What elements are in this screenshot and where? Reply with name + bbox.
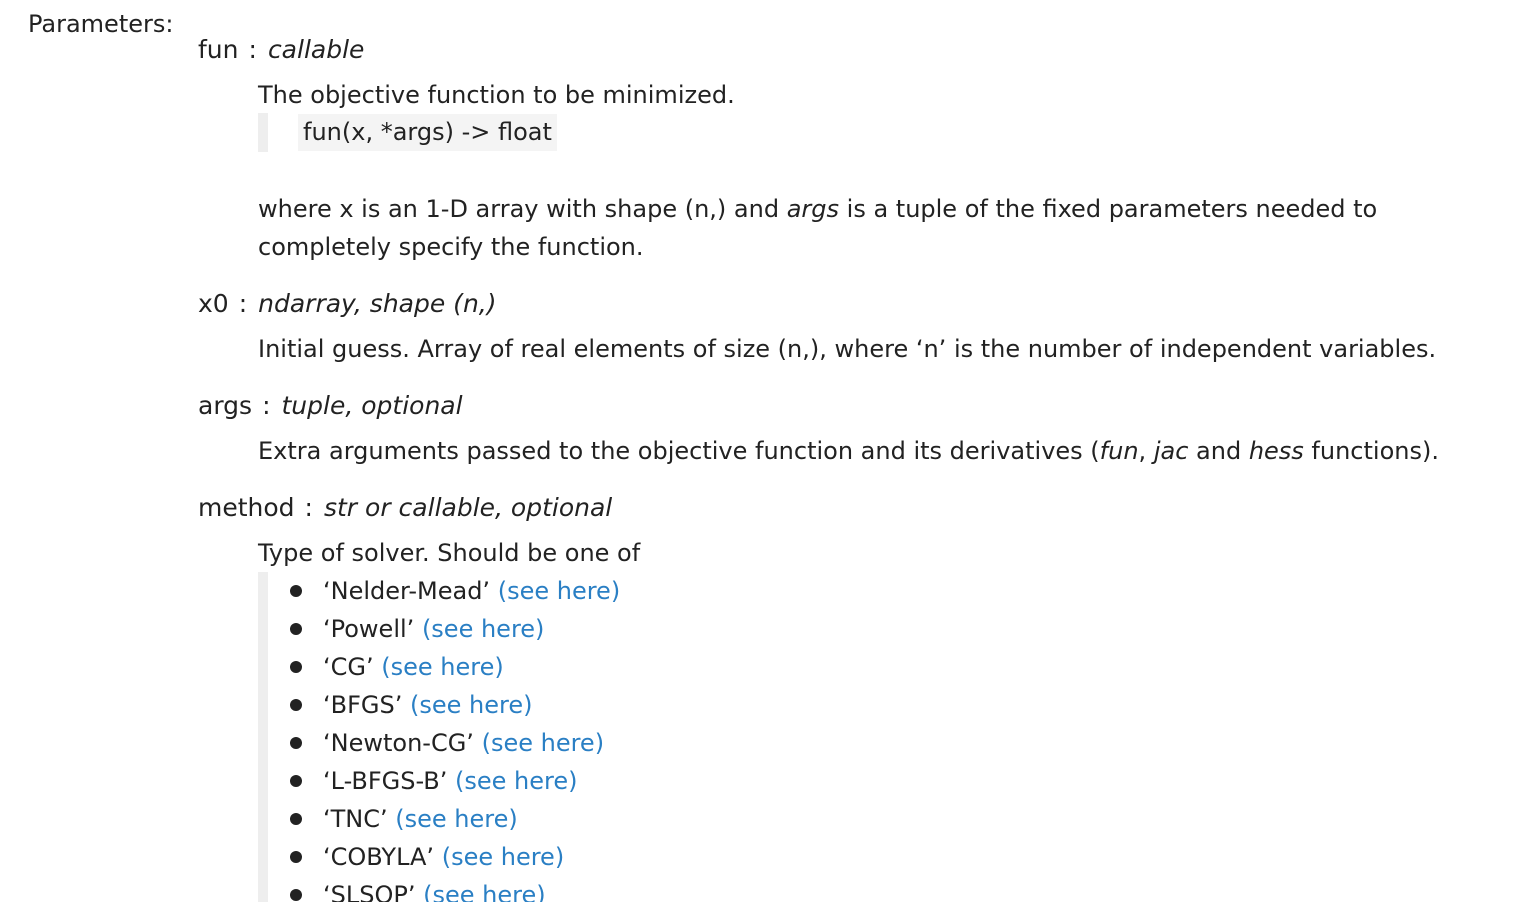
desc-emphasis-jac: jac (1153, 437, 1189, 465)
parameters-heading: Parameters: (28, 10, 174, 38)
bullet-icon (290, 889, 302, 901)
param-fun-description-detail-line2: completely specify the function. (258, 233, 644, 261)
param-type: str or callable, optional (323, 493, 613, 522)
see-here-link[interactable]: (see here) (421, 615, 545, 643)
param-type: tuple, optional (281, 391, 463, 420)
bullet-icon (290, 851, 302, 863)
bullet-icon (290, 699, 302, 711)
param-name: method (198, 493, 295, 522)
param-type: ndarray, shape (n,) (258, 289, 497, 318)
param-method-signature: method: str or callable, optional (198, 490, 612, 526)
method-name: ‘Powell’ (323, 615, 415, 643)
see-here-link[interactable]: (see here) (481, 729, 605, 757)
method-name: ‘TNC’ (323, 805, 388, 833)
see-here-link[interactable]: (see here) (381, 653, 504, 681)
list-item: ‘Powell’ (see here) (290, 610, 620, 648)
param-colon: : (304, 493, 313, 522)
list-item: ‘BFGS’ (see here) (290, 686, 620, 724)
param-name: x0 (198, 289, 229, 318)
list-item: ‘L-BFGS-B’ (see here) (290, 762, 620, 800)
code-signature: fun(x, *args) -> float (298, 114, 557, 151)
desc-text: , (1138, 437, 1154, 465)
desc-emphasis-hess: hess (1248, 437, 1304, 465)
method-name: ‘BFGS’ (323, 691, 403, 719)
list-item: ‘SLSQP’ (see here) (290, 876, 620, 902)
method-name: ‘SLSQP’ (323, 881, 416, 902)
bullet-icon (290, 623, 302, 635)
bullet-icon (290, 775, 302, 787)
desc-text: functions). (1303, 437, 1439, 465)
desc-text: and (1188, 437, 1249, 465)
param-method-description: Type of solver. Should be one of (258, 539, 641, 567)
param-args-description: Extra arguments passed to the objective … (258, 432, 1439, 470)
list-item: ‘TNC’ (see here) (290, 800, 620, 838)
see-here-link[interactable]: (see here) (441, 843, 565, 871)
param-args-signature: args: tuple, optional (198, 388, 463, 424)
param-fun-description-detail: where x is an 1-D array with shape (n,) … (258, 190, 1377, 228)
see-here-link[interactable]: (see here) (455, 767, 578, 795)
bullet-icon (290, 585, 302, 597)
list-item: ‘CG’ (see here) (290, 648, 620, 686)
param-type: callable (267, 35, 365, 64)
param-x0-description: Initial guess. Array of real elements of… (258, 335, 1437, 363)
param-name: args (198, 391, 253, 420)
desc-text: is a tuple of the fixed parameters neede… (839, 195, 1378, 223)
desc-text: where x is an 1-D array with shape (n,) … (258, 195, 787, 223)
see-here-link[interactable]: (see here) (497, 577, 621, 605)
see-here-link[interactable]: (see here) (410, 691, 533, 719)
param-colon: : (262, 391, 271, 420)
param-fun-description: The objective function to be minimized. (258, 81, 735, 109)
list-item: ‘Nelder-Mead’ (see here) (290, 572, 620, 610)
desc-emphasis: args (786, 195, 840, 223)
param-x0-signature: x0: ndarray, shape (n,) (198, 286, 496, 322)
param-fun-signature: fun: callable (198, 32, 364, 68)
method-list: ‘Nelder-Mead’ (see here) ‘Powell’ (see h… (290, 572, 620, 902)
desc-text: Extra arguments passed to the objective … (258, 437, 1100, 465)
method-name: ‘COBYLA’ (323, 843, 435, 871)
see-here-link[interactable]: (see here) (423, 881, 546, 902)
bullet-icon (290, 813, 302, 825)
method-name: ‘Nelder-Mead’ (323, 577, 491, 605)
param-name: fun (198, 35, 239, 64)
param-colon: : (238, 289, 248, 318)
param-colon: : (248, 35, 257, 64)
see-here-link[interactable]: (see here) (395, 805, 518, 833)
method-name: ‘Newton-CG’ (323, 729, 474, 757)
method-name: ‘L-BFGS-B’ (323, 767, 448, 795)
list-item: ‘Newton-CG’ (see here) (290, 724, 620, 762)
desc-emphasis-fun: fun (1099, 437, 1139, 465)
method-name: ‘CG’ (323, 653, 374, 681)
list-item: ‘COBYLA’ (see here) (290, 838, 620, 876)
bullet-icon (290, 661, 302, 673)
method-list-bar (258, 572, 268, 902)
bullet-icon (290, 737, 302, 749)
code-block-bar (258, 113, 268, 152)
